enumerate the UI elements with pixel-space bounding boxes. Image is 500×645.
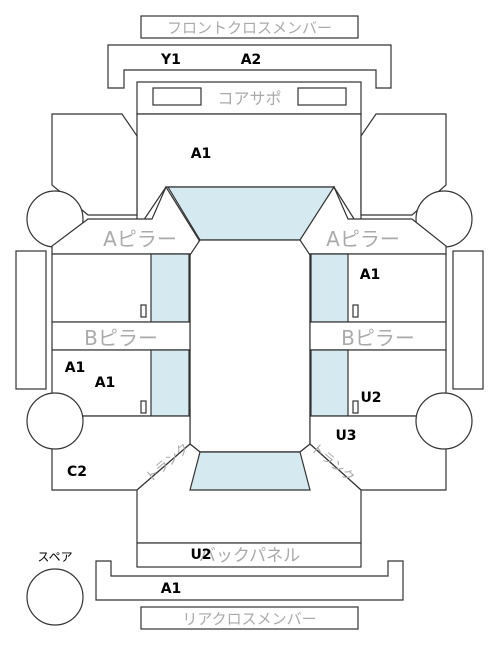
spare-label: スペア	[37, 550, 72, 564]
damage-code-a2: A2	[241, 52, 262, 68]
b-pillar-left[interactable]: Bピラー	[51, 321, 191, 351]
damage-code-left-rear-a1-2: A1	[95, 375, 116, 391]
right-rear-quarter[interactable]: U3	[309, 415, 447, 491]
rear-left-wheel	[26, 392, 84, 450]
front-cross-member-label: フロントクロスメンバー	[167, 19, 332, 37]
a-pillar-right-label: Aピラー	[326, 227, 400, 251]
a-pillar-left-label: Aピラー	[103, 227, 177, 251]
rear-bumper[interactable]: A1	[95, 560, 404, 601]
damage-code-y1: Y1	[160, 52, 181, 68]
core-support-label: コアサポ	[217, 89, 281, 108]
b-pillar-right[interactable]: Bピラー	[309, 321, 447, 351]
damage-code-left-rear-a1-1: A1	[65, 360, 86, 376]
spare-tire[interactable]: スペア	[26, 550, 84, 626]
damage-code-left-rear-quarter: C2	[67, 464, 87, 480]
left-front-door[interactable]	[51, 253, 191, 323]
left-front-fender[interactable]	[51, 113, 138, 216]
right-rear-door[interactable]: U2	[309, 349, 447, 417]
spare-wheel	[26, 568, 84, 626]
trunk[interactable]: トランク トランク	[136, 441, 362, 544]
front-bumper[interactable]: Y1 A2	[107, 44, 392, 89]
damage-code-right-front-door: A1	[360, 267, 381, 283]
rear-window[interactable]	[189, 451, 311, 491]
right-side-skirt[interactable]	[452, 250, 484, 390]
right-front-door[interactable]: A1	[309, 253, 447, 323]
roof[interactable]	[189, 239, 311, 453]
rear-cross-member-label: リアクロスメンバー	[182, 610, 316, 628]
a-pillar-right[interactable]: Aピラー	[298, 185, 447, 255]
back-panel-label: バックパネル	[199, 546, 300, 566]
damage-code-right-rear-u2: U2	[360, 390, 381, 406]
damage-code-right-rear-u3: U3	[335, 428, 356, 444]
rear-right-wheel	[415, 392, 473, 450]
right-rear-door-handle	[352, 400, 359, 414]
back-panel[interactable]: バックパネル U2	[136, 542, 362, 568]
left-rear-door-handle	[140, 400, 147, 414]
left-front-door-handle	[140, 304, 147, 318]
b-pillar-left-label: Bピラー	[84, 326, 158, 350]
damage-code-back-panel-u2: U2	[190, 547, 211, 563]
b-pillar-right-label: Bピラー	[341, 326, 415, 350]
left-rear-quarter[interactable]: C2	[51, 415, 191, 491]
core-support[interactable]: コアサポ	[136, 81, 362, 115]
right-front-fender[interactable]	[360, 113, 447, 216]
right-front-door-handle	[352, 304, 359, 318]
damage-code-rear-cross-a1: A1	[161, 581, 182, 597]
rear-cross-member[interactable]: リアクロスメンバー	[140, 606, 359, 630]
damage-code-hood-a1: A1	[191, 146, 212, 162]
front-cross-member[interactable]: フロントクロスメンバー	[140, 15, 359, 39]
left-side-skirt[interactable]	[15, 250, 47, 390]
